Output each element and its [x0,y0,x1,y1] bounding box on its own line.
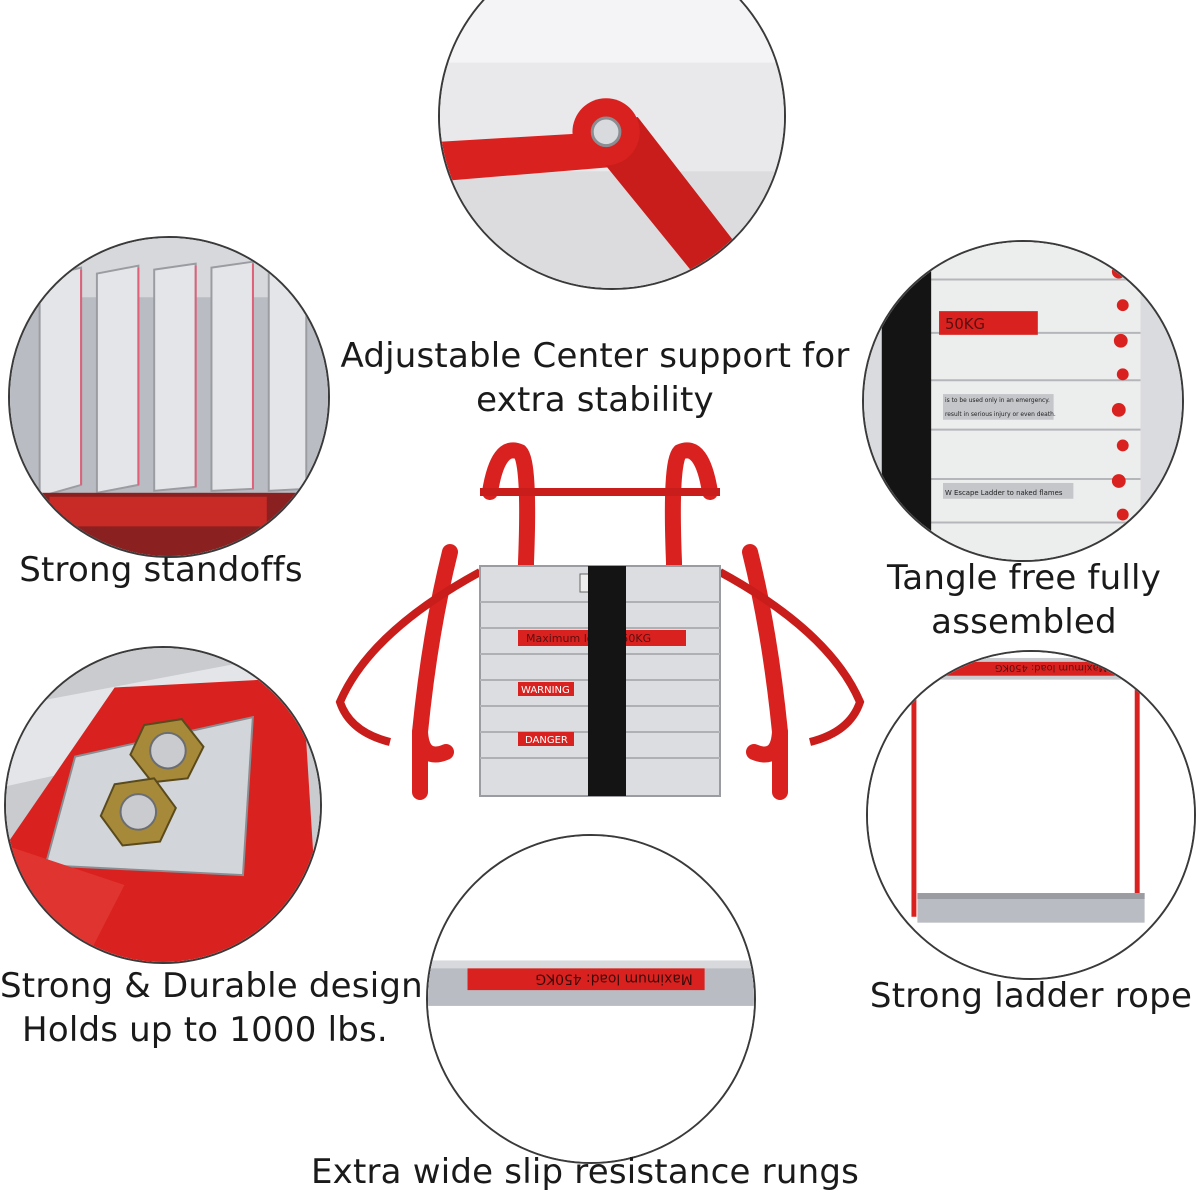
ladder-rope-closeup: Maximum load: 450KG [866,650,1196,980]
rope-load-label: Maximum load: 450KG [995,662,1107,673]
durable-caption: Strong & Durable design Holds up to 1000… [0,964,423,1052]
center-support-image [440,0,784,288]
rope-right [1134,679,1140,917]
straps [335,488,865,746]
center-velcro-strap [588,566,626,796]
durable-caption-line2: Holds up to 1000 lbs. [22,1010,388,1050]
warning-label: WARNING [521,685,570,696]
tangle-free-caption: Tangle free fully assembled [864,556,1184,644]
durable-bolts-image [6,648,320,962]
standoffs-image [10,238,328,556]
escape-ladder-product: CE Maximum load: 450KG WARNING DANGER [330,432,870,812]
rungs-caption: Extra wide slip resistance rungs [310,1152,860,1192]
center-support-caption: Adjustable Center support for extra stab… [335,334,855,422]
durable-bolts-closeup [4,646,322,964]
ladder-rope-image: Maximum load: 450KG [868,652,1194,978]
rope-left [911,679,917,917]
danger-label: DANGER [525,735,568,746]
rungs-closeup: Maximum load: 450KG [426,834,756,1164]
tangle-free-caption-line2: assembled [931,602,1117,642]
center-support-caption-line1: Adjustable Center support for [340,336,850,376]
tangle-free-caption-line1: Tangle free fully [886,558,1162,598]
tangle-emergency-note-2: result in serious injury or even death. [945,412,1056,418]
tangle-free-closeup: 50KG is to be used only in an emergency.… [862,240,1184,562]
tangle-flames-note: W Escape Ladder to naked flames [945,489,1063,497]
center-support-caption-line2: extra stability [476,380,714,420]
tangle-emergency-note-1: is to be used only in an emergency. [945,398,1050,404]
rungs-image: Maximum load: 450KG [428,836,754,1162]
standoffs-caption: Strong standoffs [19,550,303,590]
standoffs-closeup [8,236,330,558]
tangle-label-50kg: 50KG [945,316,985,333]
velcro-strap [881,242,932,560]
tangle-free-image: 50KG is to be used only in an emergency.… [864,242,1182,560]
ladder-rungs-stack: CE Maximum load: 450KG WARNING DANGER [479,565,721,797]
hex-bolt-upper [129,718,205,784]
durable-caption-line1: Strong & Durable design [0,966,423,1006]
hex-bolt-lower [99,777,177,847]
center-support-closeup [438,0,786,290]
rung-load-label: Maximum load: 450KG [535,970,692,986]
rope-caption: Strong ladder rope [869,976,1193,1016]
